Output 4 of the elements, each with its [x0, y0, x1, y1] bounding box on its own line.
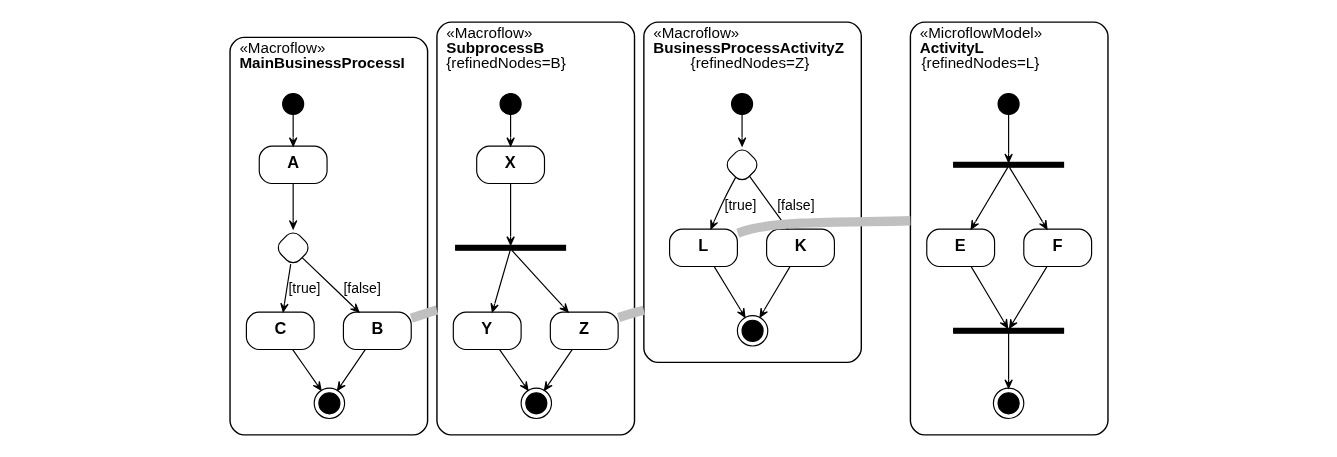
edge-label: [true]	[287, 279, 320, 296]
edge-label: [true]	[724, 196, 756, 213]
edge-label: [false]	[776, 196, 815, 213]
edge-label: [false]	[342, 279, 381, 296]
